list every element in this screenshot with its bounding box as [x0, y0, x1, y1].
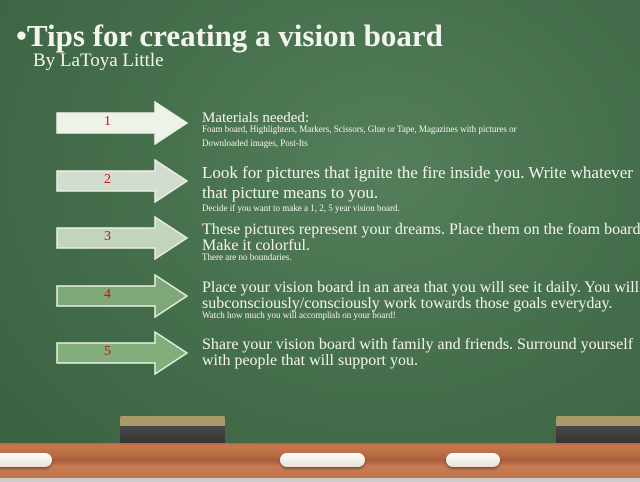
- step-text: Materials needed:: [202, 110, 310, 126]
- step-arrow-1: 1: [55, 100, 190, 146]
- step-subtext: Foam board, Highlighters, Markers, Sciss…: [202, 124, 517, 134]
- step-text: Look for pictures that ignite the fire i…: [202, 163, 633, 182]
- step-arrow-5: 5: [55, 330, 190, 376]
- step-number: 2: [104, 172, 111, 187]
- chalk-piece: [446, 453, 500, 467]
- chalk-piece: [280, 453, 365, 467]
- step-text: Make it colorful.: [202, 237, 310, 254]
- step-arrow-4: 4: [55, 273, 190, 319]
- step-text: These pictures represent your dreams. Pl…: [202, 221, 640, 238]
- step-number: 1: [104, 114, 111, 129]
- arrow-icon: [56, 273, 189, 319]
- arrow-icon: [56, 215, 189, 261]
- arrow-icon: [56, 330, 189, 376]
- step-subtext: There are no boundaries.: [202, 252, 292, 262]
- chalk-piece: [0, 453, 52, 467]
- step-text: Place your vision board in an area that …: [202, 279, 640, 296]
- slide-author: By LaToya Little: [33, 50, 164, 71]
- step-number: 4: [104, 287, 111, 302]
- step-text: subconsciously/consciously work towards …: [202, 295, 613, 312]
- arrow-icon: [56, 100, 189, 146]
- step-subtext: Decide if you want to make a 1, 2, 5 yea…: [202, 203, 400, 213]
- step-subtext: Watch how much you will accomplish on yo…: [202, 310, 396, 320]
- step-text: with people that will support you.: [202, 352, 418, 369]
- step-subtext: Downloaded images, Post-Its: [202, 138, 308, 148]
- tray-edge: [0, 478, 640, 482]
- step-number: 5: [104, 344, 111, 359]
- step-number: 3: [104, 229, 111, 244]
- step-text: that picture means to you.: [202, 183, 379, 202]
- step-text: Share your vision board with family and …: [202, 336, 634, 353]
- step-arrow-3: 3: [55, 215, 190, 261]
- arrow-icon: [56, 158, 189, 204]
- step-arrow-2: 2: [55, 158, 190, 204]
- slide-title: •Tips for creating a vision board: [16, 18, 443, 53]
